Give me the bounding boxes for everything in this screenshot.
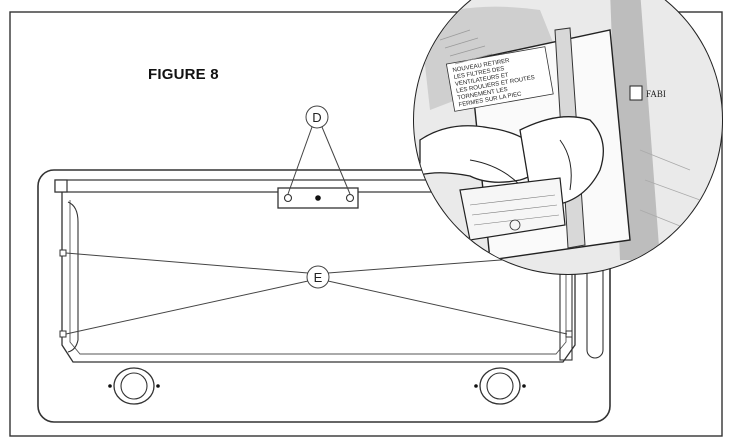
callout-d-label: D [312,110,321,125]
light-right [474,367,526,405]
inset-detail: NOUVEAU RETIRER LES FILTRES DES VENTILAT… [413,0,723,275]
figure-title: FIGURE 8 [148,66,219,83]
light-left [108,367,160,405]
screw-left [283,193,293,203]
mounting-bracket [277,187,359,209]
brand-logo: FABI [629,85,666,101]
figure-border [9,11,723,437]
brand-text: FABI [646,89,666,99]
center-rivet [315,195,321,201]
callout-d: D [287,105,351,195]
callout-e-label: E [314,270,323,285]
screw-right [345,193,355,203]
